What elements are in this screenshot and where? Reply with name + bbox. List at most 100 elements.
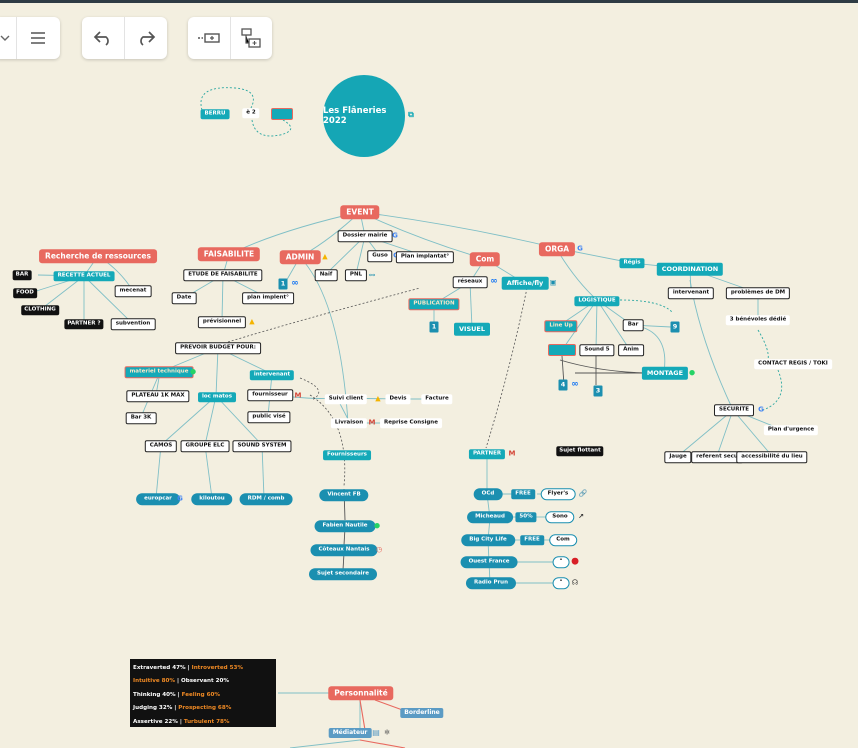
facture-node[interactable]: Facture — [421, 394, 453, 404]
benevoles-node[interactable]: 3 bénévoles dédié — [725, 315, 791, 325]
partner-node[interactable]: PARTNER — [468, 449, 506, 459]
etude-faisabilite-node[interactable]: ETUDE DE FAISABILITE — [183, 269, 263, 281]
suivi-client-node[interactable]: Suivi client — [324, 394, 368, 404]
europcar-node[interactable]: europcar — [136, 493, 180, 505]
prevoir-budget-node[interactable]: PREVOIR BUDGET POUR: — [175, 342, 261, 354]
devis-node[interactable]: Devis — [385, 394, 411, 404]
jauge-node[interactable]: Jauge — [664, 451, 692, 463]
partner-question-node[interactable]: PARTNER ? — [64, 319, 104, 329]
bar-node[interactable]: BAR — [12, 270, 32, 280]
groupe-elc-node[interactable]: GROUPE ELC — [180, 440, 230, 452]
trait-row: Extraverted 47% | Introverted 53% — [133, 664, 243, 671]
visuel-node[interactable]: VISUEL — [454, 322, 490, 336]
vincent-fb-node[interactable]: Vincent FB — [319, 489, 369, 501]
partner-item-1[interactable]: Sono — [545, 511, 575, 523]
mediateur-node[interactable]: Médiateur — [328, 728, 372, 738]
clothing-node[interactable]: CLOTHING — [21, 305, 59, 315]
faisabilite-node[interactable]: FAISABILITE — [197, 247, 261, 261]
referent-secu-node[interactable]: referent secu — [691, 451, 743, 463]
personality-traits-panel[interactable]: Extraverted 47% | Introverted 53% Intuit… — [130, 659, 276, 727]
add-child-icon[interactable] — [230, 17, 272, 59]
securite-node[interactable]: SECURITE — [713, 404, 755, 416]
sujet-flottant-node[interactable]: Sujet flottant — [556, 446, 604, 456]
central-topic[interactable]: Les Flâneries 2022 — [323, 75, 405, 157]
orga-bar-node[interactable]: Bar — [622, 319, 644, 331]
partner-tag-0[interactable]: FREE — [511, 489, 535, 499]
admin-node[interactable]: ADMIN — [279, 250, 321, 264]
partner-tag-2[interactable]: FREE — [520, 535, 544, 545]
line-up-node[interactable]: Line Up — [544, 320, 578, 332]
rdm-comb-node[interactable]: RDM / comb — [239, 493, 293, 505]
com-node[interactable]: Com — [469, 252, 501, 266]
orga-intervenant-node[interactable]: intervenant — [667, 287, 715, 299]
pnl-node[interactable]: PNL — [344, 269, 368, 281]
partner-item-3[interactable]: " — [552, 556, 570, 568]
coordination-node[interactable]: COORDINATION — [656, 262, 724, 276]
accessibilite-node[interactable]: accessibilité du lieu — [736, 451, 808, 463]
kiloutou-node[interactable]: kiloutou — [191, 493, 233, 505]
undo-icon[interactable] — [82, 17, 124, 59]
partner-row-3[interactable]: Ouest France — [460, 556, 518, 568]
recette-actuel-node[interactable]: RECETTE ACTUEL — [53, 271, 115, 281]
fournisseurs-node[interactable]: Fournisseurs — [323, 450, 371, 460]
bar-3k-node[interactable]: Bar 3K — [125, 412, 157, 424]
external-link-icon[interactable]: ⧉ — [408, 110, 414, 119]
sound5-node[interactable]: Sound 5 — [579, 344, 615, 356]
e2-node[interactable]: è 2 — [242, 108, 260, 118]
plan-implantat-node[interactable]: Plan implantat° — [395, 251, 455, 263]
dossier-mairie-node[interactable]: Dossier mairie — [337, 230, 393, 242]
partner-row-0[interactable]: OCd — [473, 488, 503, 500]
affiche-fly-node[interactable]: Affiche/fly — [501, 276, 549, 290]
food-node[interactable]: FOOD — [13, 288, 37, 298]
subvention-node[interactable]: subvention — [110, 318, 156, 330]
materiel-technique-node[interactable]: materiel technique — [124, 366, 194, 378]
regis-node[interactable]: Régis — [619, 258, 645, 268]
menu-icon[interactable] — [17, 17, 59, 59]
mecenat-node[interactable]: mecenat — [114, 285, 152, 297]
reseaux-node[interactable]: réseaux — [452, 276, 488, 288]
camos-node[interactable]: CAMOS — [144, 440, 178, 452]
sujet-secondaire-node[interactable]: Sujet secondaire — [309, 568, 377, 580]
plan-urgence-node[interactable]: Plan d'urgence — [763, 425, 819, 435]
berru-node[interactable]: BERRU — [200, 109, 230, 119]
orga-node[interactable]: ORGA — [538, 242, 576, 256]
fabien-nautile-node[interactable]: Fabien Nautile — [314, 520, 376, 532]
plan-implent-node[interactable]: plan implent° — [242, 292, 294, 304]
chevron-down-icon[interactable] — [0, 17, 16, 59]
link-icon: 🔗 — [578, 489, 588, 498]
fournisseur-node[interactable]: fournisseur — [247, 389, 293, 401]
partner-row-2[interactable]: Big City Life — [461, 534, 515, 546]
plateau-node[interactable]: PLATEAU 1K MAX — [126, 390, 190, 402]
guso-node[interactable]: Guso — [367, 250, 393, 262]
date-node[interactable]: Date — [171, 292, 197, 304]
personnalite-node[interactable]: Personnalité — [328, 686, 394, 700]
event-node[interactable]: EVENT — [340, 205, 380, 219]
redo-icon[interactable] — [125, 17, 167, 59]
recherche-ressources-node[interactable]: Recherche de ressources — [39, 249, 157, 263]
blank-logistique-node[interactable] — [548, 344, 576, 356]
add-sibling-icon[interactable] — [188, 17, 230, 59]
intervenant-node[interactable]: intervenant — [249, 370, 295, 380]
montage-node[interactable]: MONTAGE — [641, 366, 689, 380]
livraison-node[interactable]: Livraison — [330, 418, 368, 428]
partner-item-2[interactable]: Com — [549, 534, 577, 546]
probleme-dm-node[interactable]: problèmes de DM — [725, 287, 791, 299]
partner-item-4[interactable]: " — [552, 577, 570, 589]
public-vise-node[interactable]: public visé — [247, 411, 291, 423]
blank-top-node[interactable] — [271, 108, 293, 120]
partner-row-1[interactable]: Micheaud — [467, 511, 513, 523]
coteaux-nantais-node[interactable]: Côteaux Nantais — [310, 544, 378, 556]
naif-node[interactable]: Naïf — [314, 269, 338, 281]
partner-row-4[interactable]: Radio Prun — [465, 577, 517, 589]
anim-node[interactable]: Anim — [618, 344, 644, 356]
previsionnel-node[interactable]: prévisionnel — [197, 316, 247, 328]
loc-matos-node[interactable]: loc matos — [198, 392, 236, 402]
contact-regis-node[interactable]: CONTACT REGIS / TOKI — [754, 359, 832, 369]
logistique-node[interactable]: LOGISTIQUE — [574, 296, 620, 306]
partner-tag-1[interactable]: 50% — [515, 512, 537, 522]
borderline-node[interactable]: Borderline — [400, 708, 444, 718]
sound-system-node[interactable]: SOUND SYSTEM — [232, 440, 292, 452]
publication-node[interactable]: PUBLICATION — [408, 298, 460, 310]
reprise-consigne-node[interactable]: Reprise Consigne — [380, 418, 442, 428]
partner-item-0[interactable]: Flyer's — [540, 488, 576, 500]
